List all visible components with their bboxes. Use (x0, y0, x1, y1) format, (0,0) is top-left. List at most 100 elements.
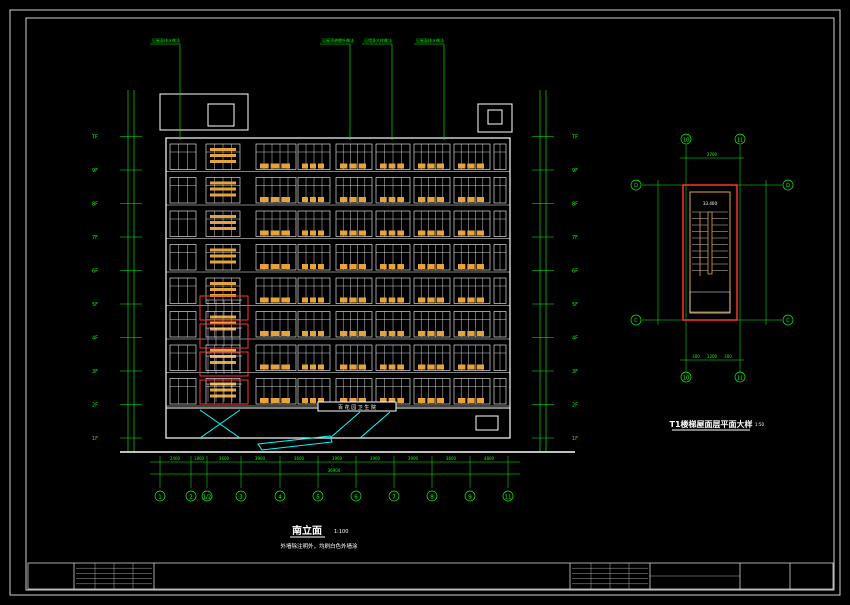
axis-bubble (201, 490, 213, 502)
balcony-infill (418, 364, 426, 370)
balcony-infill (318, 197, 324, 202)
balcony-infill (380, 331, 387, 336)
axis-label: 2 (189, 495, 193, 501)
drawing-frame (9, 9, 841, 596)
plan-dim-text: 1200 (707, 354, 718, 359)
window-bay (375, 277, 411, 304)
leader-note: 见屋顶避雷针做法 (322, 37, 354, 43)
balcony-infill (281, 331, 290, 336)
balcony-infill (340, 364, 348, 370)
window-bay (297, 177, 331, 204)
balcony-infill (210, 193, 236, 197)
axis-label: 7 (392, 495, 396, 501)
window-bay (335, 244, 373, 271)
axis-bubble (502, 490, 514, 502)
window-bay (169, 311, 197, 338)
balcony-infill (270, 197, 280, 202)
balcony-infill (427, 264, 435, 269)
window-bay (413, 311, 451, 338)
window-bay (205, 210, 241, 237)
balcony-infill (281, 230, 290, 236)
floor-label: 9F (572, 168, 578, 174)
floor-label: 4F (572, 336, 578, 342)
balcony-infill (318, 364, 324, 370)
elevation-note: 外墙除注明外，均刷白色外墙涂 (280, 542, 358, 550)
balcony-infill (388, 230, 396, 236)
window-bay (335, 311, 373, 338)
dimension-text: 4800 (484, 456, 495, 461)
balcony-infill (436, 230, 444, 236)
balcony-infill (340, 230, 348, 236)
window-bay (453, 210, 491, 237)
balcony-infill (467, 331, 475, 336)
stair-rail (199, 323, 249, 349)
balcony-infill (388, 163, 396, 169)
window-bay (375, 210, 411, 237)
window-bay (205, 244, 241, 271)
floor-label: 9F (92, 168, 98, 174)
balcony-infill (310, 398, 316, 403)
balcony-infill (418, 163, 426, 169)
axis-label: 1 (158, 495, 162, 501)
balcony-infill (318, 163, 324, 169)
balcony-infill (349, 398, 357, 403)
balcony-infill (436, 163, 444, 169)
plan-axis-label: 10 (683, 376, 689, 382)
floor-label: 3F (572, 369, 578, 375)
window-bay (169, 344, 197, 371)
balcony-infill (436, 398, 444, 403)
balcony-infill (458, 163, 466, 169)
balcony-infill (210, 154, 236, 157)
window-bay (493, 143, 507, 170)
balcony-infill (427, 163, 435, 169)
window-bay (453, 277, 491, 304)
balcony-infill (458, 264, 466, 269)
dimension-text: 3600 (446, 456, 457, 461)
window-bay (297, 244, 331, 271)
balcony-infill (427, 398, 435, 403)
balcony-infill (436, 197, 444, 202)
elevation-title: 南立面 (292, 524, 322, 537)
window-bay (169, 210, 197, 237)
window-bay (413, 344, 451, 371)
balcony-infill (281, 398, 290, 403)
balcony-infill (397, 297, 404, 303)
axis-bubble (154, 490, 166, 502)
floor-label: TF (91, 135, 98, 141)
balcony-infill (260, 297, 269, 303)
floor-label: 1F (572, 436, 578, 442)
balcony-infill (281, 297, 290, 303)
balcony-infill (260, 197, 269, 202)
balcony-infill (349, 364, 357, 370)
balcony-infill (210, 282, 236, 285)
plan-axis-label: 11 (737, 138, 743, 144)
dimension-text: 3900 (408, 456, 419, 461)
window-bay (413, 244, 451, 271)
balcony-infill (467, 264, 475, 269)
balcony-infill (476, 163, 484, 169)
window-bay (375, 344, 411, 371)
floor-label: 8F (92, 202, 98, 208)
balcony-infill (310, 197, 316, 202)
plan-dim-text: 300 (724, 354, 732, 359)
window-bay (297, 143, 331, 170)
balcony-infill (476, 364, 484, 370)
balcony-infill (210, 315, 236, 319)
balcony-infill (260, 398, 269, 403)
balcony-infill (388, 197, 396, 202)
window-bay (169, 244, 197, 271)
balcony-infill (210, 260, 236, 264)
floor-label: 8F (572, 202, 578, 208)
stair-enclosure (682, 184, 738, 321)
balcony-infill (302, 197, 308, 202)
window-bay (255, 344, 297, 371)
window-bay (375, 177, 411, 204)
window-bay (255, 143, 297, 170)
window-bay (335, 277, 373, 304)
axis-label: 4 (278, 495, 282, 501)
balcony-infill (210, 181, 236, 185)
stair-treads (689, 211, 731, 313)
balcony-infill (380, 297, 387, 303)
balcony-infill (418, 197, 426, 202)
